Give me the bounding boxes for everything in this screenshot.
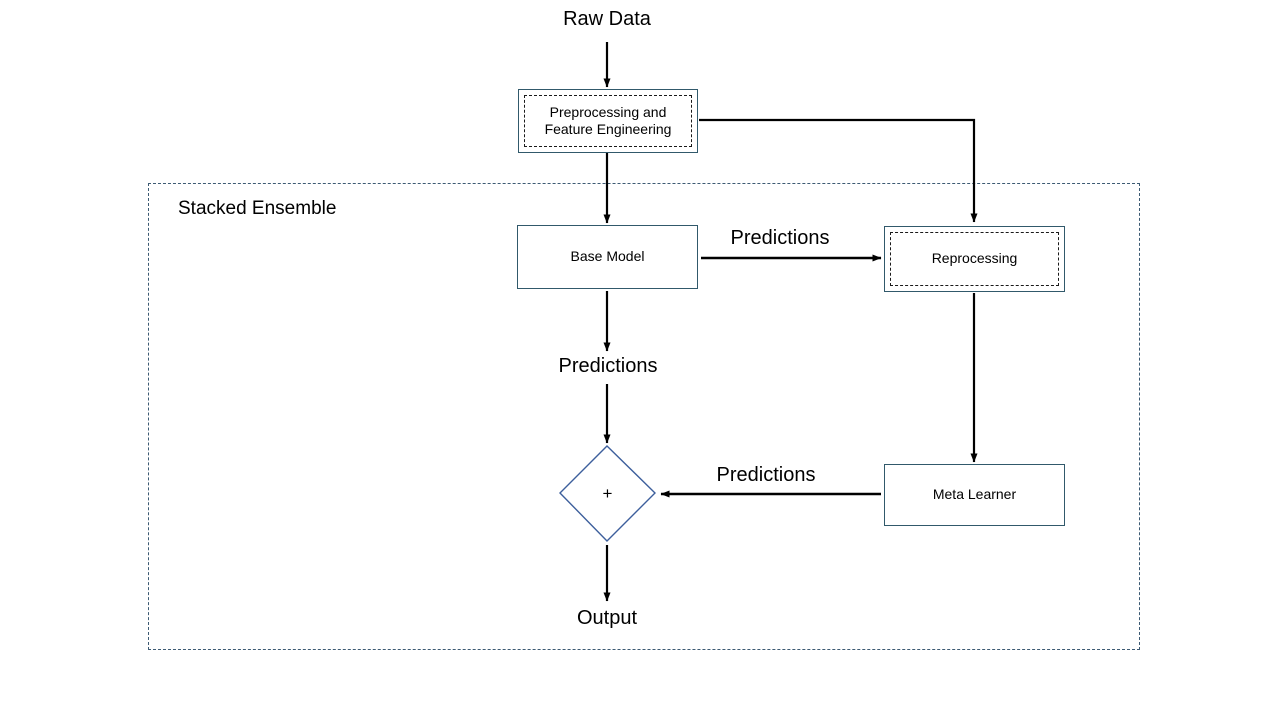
base-model-node-label: Base Model — [570, 248, 645, 265]
reprocessing-node[interactable]: Reprocessing — [884, 226, 1065, 292]
output-label: Output — [576, 607, 638, 629]
combiner-diamond-shape — [559, 445, 656, 542]
preprocessing-node-label: Preprocessing and Feature Engineering — [544, 103, 672, 138]
combiner-node-label: + — [602, 483, 613, 503]
raw-data-label: Raw Data — [563, 8, 651, 30]
stacked-ensemble-group — [148, 183, 1140, 650]
edge-label-base-down-predictions: Predictions — [558, 355, 658, 377]
meta-learner-node-label: Meta Learner — [932, 486, 1017, 503]
reprocessing-node-label: Reprocessing — [931, 250, 1018, 267]
combiner-node[interactable]: + — [560, 446, 655, 541]
edge-label-meta-to-combiner: Predictions — [716, 464, 816, 486]
edge-label-base-to-reprocessing: Predictions — [730, 227, 830, 249]
arrow-preprocessing-to-reprocessing — [699, 118, 978, 223]
preprocessing-node[interactable]: Preprocessing and Feature Engineering — [518, 89, 698, 153]
base-model-node[interactable]: Base Model — [517, 225, 698, 289]
meta-learner-node[interactable]: Meta Learner — [884, 464, 1065, 526]
stacked-ensemble-group-label: Stacked Ensemble — [178, 198, 337, 219]
